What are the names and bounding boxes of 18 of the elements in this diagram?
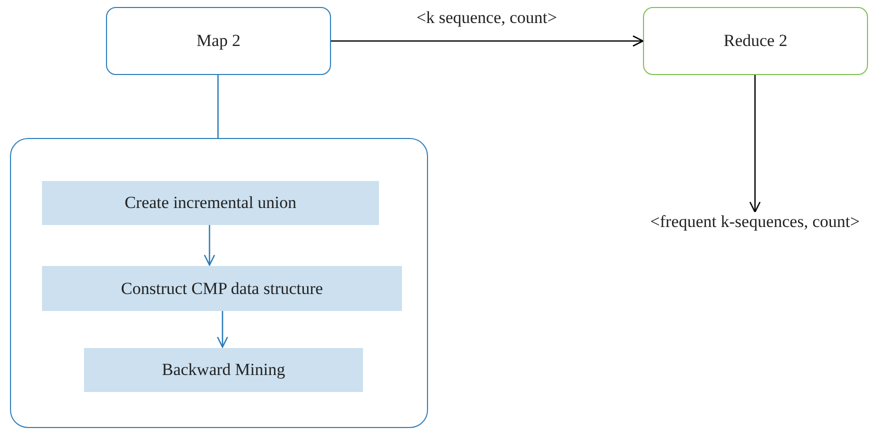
process-box <box>42 266 402 311</box>
rounded-box <box>106 7 331 75</box>
box-container <box>10 138 428 428</box>
box-label: Backward Mining <box>162 360 286 380</box>
rounded-box <box>643 7 868 75</box>
box-label: Create incremental union <box>124 193 296 213</box>
output-label: <frequent k-sequences, count> <box>650 212 860 232</box>
arrow <box>216 310 228 348</box>
arrow <box>204 224 216 266</box>
connector-line <box>217 75 219 138</box>
arrow <box>331 35 644 47</box>
box-label: Map 2 <box>196 31 240 51</box>
process-box <box>84 348 363 392</box>
arrow <box>749 75 761 213</box>
process-box <box>42 181 379 225</box>
box-label: Construct CMP data structure <box>121 278 323 298</box>
edge-label: <k sequence, count> <box>414 8 559 28</box>
box-label: Reduce 2 <box>724 31 788 51</box>
